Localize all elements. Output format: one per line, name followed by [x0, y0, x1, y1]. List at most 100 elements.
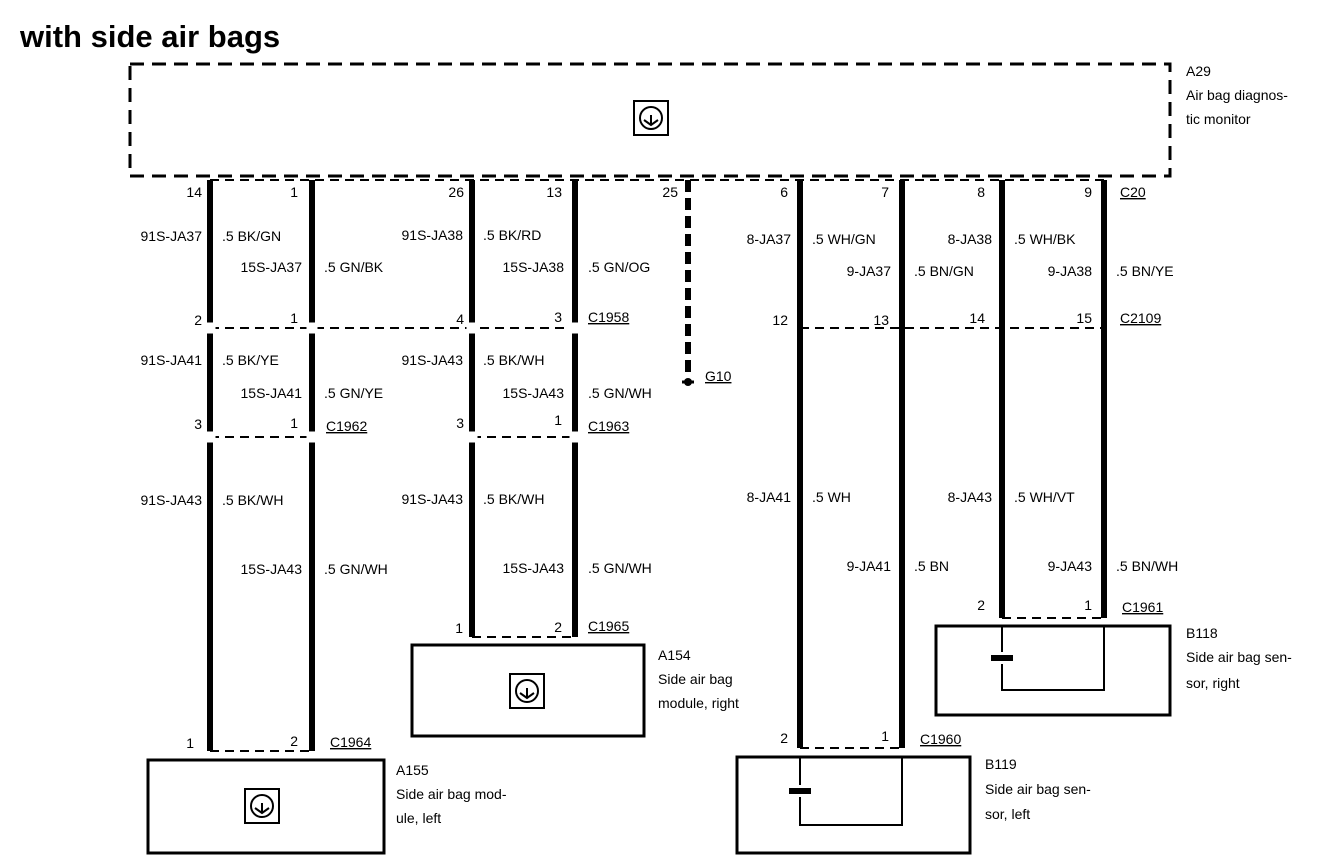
circuit-label: 8-JA37: [747, 231, 792, 247]
wire-color-label: .5 GN/WH: [324, 561, 388, 577]
airbag-symbol-icon: [633, 100, 669, 136]
pin-label: 1: [1084, 597, 1092, 613]
a154-box: [410, 643, 646, 738]
wire-color-label: .5 BN/WH: [1116, 558, 1178, 574]
circuit-label: 15S-JA43: [503, 385, 565, 401]
connector-c2109-label: C2109: [1120, 310, 1161, 326]
wire-color-label: .5 BK/GN: [222, 228, 281, 244]
circuit-label: 15S-JA43: [503, 560, 565, 576]
pin-label: 7: [881, 184, 889, 200]
pin-label: 14: [186, 184, 202, 200]
circuit-label: 8-JA41: [747, 489, 792, 505]
b119-box: [735, 755, 972, 855]
connector-lines: [210, 179, 1104, 752]
wire-color-label: .5 BK/WH: [483, 491, 544, 507]
b118-desc-line2: sor, right: [1186, 675, 1240, 691]
connector-c1960-label: C1960: [920, 731, 961, 747]
pin-label: 13: [873, 312, 889, 328]
circuit-label: 15S-JA43: [241, 561, 303, 577]
a155-box: [146, 758, 386, 855]
connector-c1964-label: C1964: [330, 734, 371, 750]
pin-label: 1: [455, 620, 463, 636]
b119-desc-line1: Side air bag sen-: [985, 781, 1091, 797]
pin-label: 13: [546, 184, 562, 200]
page-title: with side air bags: [19, 19, 280, 54]
wire-color-label: .5 WH: [812, 489, 851, 505]
pin-label: 15: [1076, 310, 1092, 326]
connector-c1958-label: C1958: [588, 309, 629, 325]
a29-box: [128, 62, 1172, 178]
circuit-label: 8-JA38: [948, 231, 993, 247]
pin-label: 2: [194, 312, 202, 328]
connector-gaps: [204, 322, 581, 443]
circuit-label: 15S-JA37: [241, 259, 303, 275]
airbag-symbol-icon: [509, 673, 545, 709]
pin-label: 8: [977, 184, 985, 200]
pin-label: 2: [290, 733, 298, 749]
wire-color-label: .5 BK/RD: [483, 227, 541, 243]
connector-c1962-label: C1962: [326, 418, 367, 434]
a155-id: A155: [396, 762, 429, 778]
pin-label: 2: [977, 597, 985, 613]
ground-g10-label: G10: [705, 368, 732, 384]
wire-color-label: .5 WH/BK: [1014, 231, 1076, 247]
a154-desc-line1: Side air bag: [658, 671, 733, 687]
b118-desc-line1: Side air bag sen-: [1186, 649, 1292, 665]
connector-c1965-label: C1965: [588, 618, 629, 634]
pin-label: 1: [881, 728, 889, 744]
wire-color-label: .5 GN/OG: [588, 259, 650, 275]
circuit-label: 9-JA37: [847, 263, 892, 279]
pin-label: 6: [780, 184, 788, 200]
a29-id: A29: [1186, 63, 1211, 79]
wire-color-label: .5 WH/VT: [1014, 489, 1075, 505]
pin-label: 26: [448, 184, 464, 200]
a154-desc-line2: module, right: [658, 695, 739, 711]
a155-desc-line1: Side air bag mod-: [396, 786, 507, 802]
connector-c1961-label: C1961: [1122, 599, 1163, 615]
sensor-switch-icon: [991, 626, 1105, 691]
a154-id: A154: [658, 647, 691, 663]
wire-color-label: .5 GN/BK: [324, 259, 384, 275]
a29-desc-line1: Air bag diagnos-: [1186, 87, 1288, 103]
wire-color-label: .5 BN/GN: [914, 263, 974, 279]
wire-color-label: .5 BK/WH: [222, 492, 283, 508]
circuit-label: 91S-JA38: [402, 227, 464, 243]
circuit-label: 8-JA43: [948, 489, 993, 505]
pin-label: 1: [290, 184, 298, 200]
connector-c20-label: C20: [1120, 184, 1146, 200]
circuit-label: 9-JA38: [1048, 263, 1093, 279]
pin-label: 12: [772, 312, 788, 328]
pin-label: 1: [290, 310, 298, 326]
circuit-label: 9-JA41: [847, 558, 892, 574]
a29-desc-line2: tic monitor: [1186, 111, 1251, 127]
circuit-label: 9-JA43: [1048, 558, 1093, 574]
circuit-label: 91S-JA37: [141, 228, 203, 244]
wire-color-label: .5 WH/GN: [812, 231, 876, 247]
circuit-label: 15S-JA41: [241, 385, 303, 401]
wire-color-label: .5 BN: [914, 558, 949, 574]
circuit-label: 91S-JA41: [141, 352, 203, 368]
circuit-label: 91S-JA43: [402, 352, 464, 368]
pin-label: 1: [290, 415, 298, 431]
circuit-label: 91S-JA43: [402, 491, 464, 507]
pin-label: 4: [456, 311, 464, 327]
pin-label: 1: [186, 735, 194, 751]
wire-color-label: .5 BN/YE: [1116, 263, 1174, 279]
circuit-label: 91S-JA43: [141, 492, 203, 508]
pin-label: 14: [969, 310, 985, 326]
pin-label: 2: [554, 619, 562, 635]
circuit-label: 15S-JA38: [503, 259, 565, 275]
wires: [207, 180, 1107, 751]
wire-color-label: .5 BK/WH: [483, 352, 544, 368]
airbag-symbol-icon: [244, 788, 280, 824]
sensor-switch-icon: [789, 757, 903, 826]
pin-label: 1: [554, 412, 562, 428]
b119-desc-line2: sor, left: [985, 806, 1030, 822]
wire-color-label: .5 BK/YE: [222, 352, 279, 368]
pin-label: 2: [780, 730, 788, 746]
b118-box: [934, 624, 1172, 717]
pin-label: 3: [554, 309, 562, 325]
pin-label: 3: [456, 415, 464, 431]
pin-label: 3: [194, 416, 202, 432]
wire-color-label: .5 GN/YE: [324, 385, 383, 401]
